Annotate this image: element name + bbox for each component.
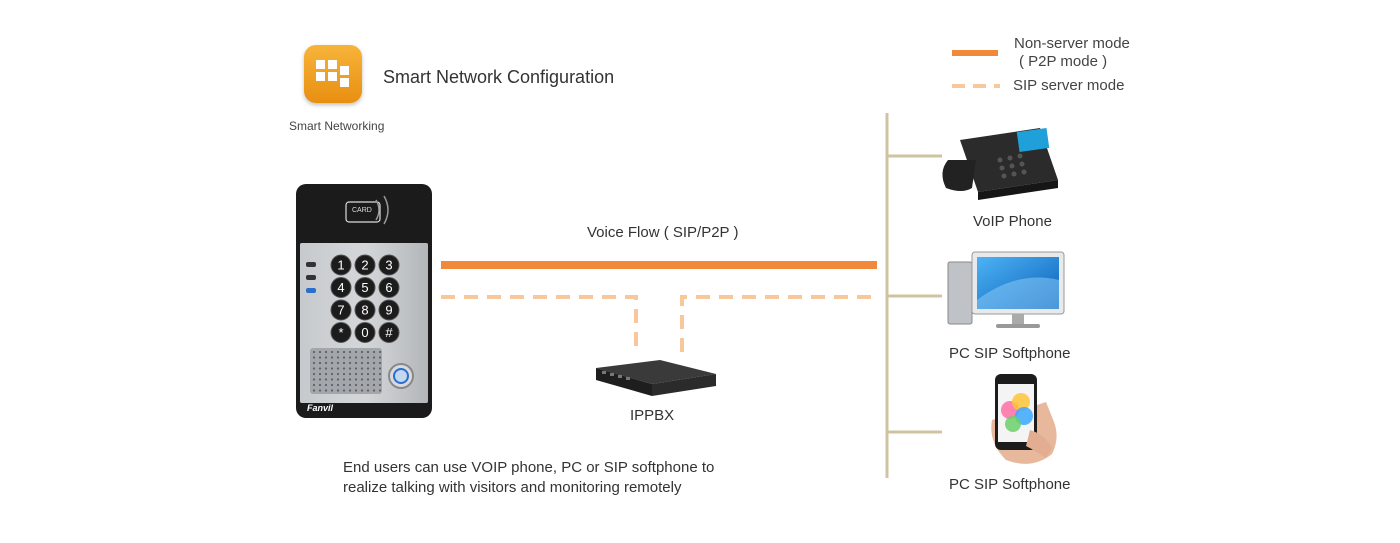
keypad-key: 5	[354, 277, 376, 298]
description-line-2: realize talking with visitors and monito…	[343, 479, 682, 496]
keypad-key: 2	[354, 254, 376, 276]
keypad-key-label: 8	[361, 303, 368, 318]
keypad-key: 8	[354, 299, 376, 321]
pc-computer-icon	[947, 251, 1065, 328]
smart-networking-grid-icon[interactable]	[304, 45, 362, 103]
keypad-key: 1	[330, 254, 352, 276]
keypad-key: 3	[378, 254, 400, 276]
mobile-phone-icon	[991, 374, 1057, 464]
speaker-grille	[312, 350, 382, 392]
legend-solid-label: Non-server mode	[1014, 35, 1130, 52]
keypad-key: *	[330, 322, 352, 343]
legend-dashed-label: SIP server mode	[1013, 77, 1125, 94]
keypad-key-label: *	[338, 325, 343, 340]
keypad-key: 6	[378, 277, 400, 298]
keypad-key: 4	[330, 277, 352, 298]
keypad-key-label: 5	[361, 280, 368, 295]
device-label-pc-softphone: PC SIP Softphone	[949, 345, 1071, 362]
keypad-key: 9	[378, 299, 400, 321]
keypad-key-label: 9	[385, 303, 392, 318]
device-label-voip-phone: VoIP Phone	[973, 213, 1052, 230]
intercom-brand-logo: Fanvil	[307, 403, 334, 413]
legend-solid-sublabel: ( P2P mode )	[1019, 53, 1108, 70]
device-label-mobile-softphone: PC SIP Softphone	[949, 476, 1071, 493]
app-icon-label: Smart Networking	[289, 119, 385, 133]
ippbx-device-icon	[596, 360, 716, 396]
keypad-key: 0	[354, 322, 376, 343]
keypad-key-label: 1	[337, 258, 344, 273]
ippbx-label: IPPBX	[630, 407, 675, 424]
description-line-1: End users can use VOIP phone, PC or SIP …	[343, 459, 715, 476]
keypad-key-label: 2	[361, 258, 368, 273]
sip-flow-left	[441, 295, 638, 352]
keypad-key-label: 3	[385, 258, 392, 273]
page-title: Smart Network Configuration	[383, 67, 615, 87]
keypad-key-label: #	[385, 325, 393, 340]
keypad-key-label: 7	[337, 303, 344, 318]
keypad-key: #	[378, 322, 400, 343]
keypad-key-label: 0	[361, 325, 368, 340]
keypad-key: 7	[330, 299, 352, 321]
intercom-keypad: 1 2 3 4 5 6 7 8 9 * 0 #	[330, 254, 400, 343]
voip-phone-icon	[942, 128, 1058, 200]
sip-flow-right	[680, 295, 877, 352]
keypad-key-label: 6	[385, 280, 392, 295]
voice-flow-label: Voice Flow ( SIP/P2P )	[587, 224, 739, 241]
card-reader-label: CARD	[352, 207, 372, 214]
keypad-key-label: 4	[337, 280, 344, 295]
